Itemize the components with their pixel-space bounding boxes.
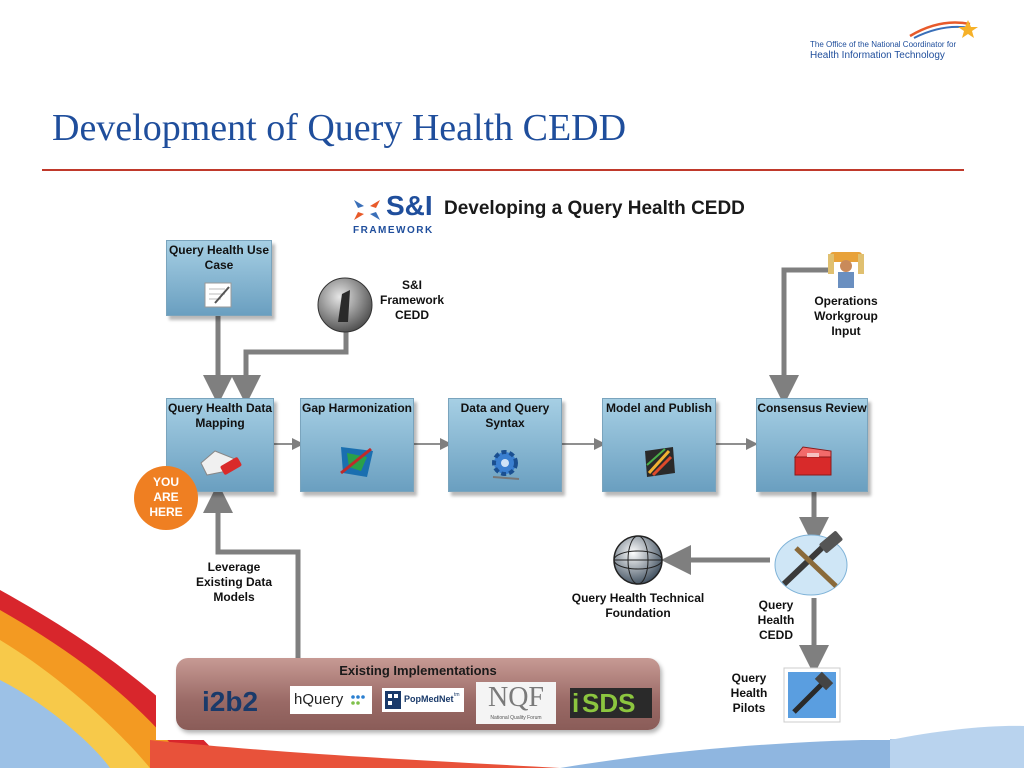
syntax-label: Data and Query Syntax — [460, 401, 550, 430]
leverage-line1: Leverage — [207, 560, 261, 574]
you-are-here-line3: HERE — [149, 505, 183, 519]
si-cedd-line1: S&I — [401, 278, 422, 292]
qh-cedd-line2: Health — [757, 613, 795, 627]
model-label: Model and Publish — [605, 401, 712, 415]
isds-logo-prefix: i — [572, 688, 580, 718]
document-icon — [204, 282, 232, 308]
onc-logo-line2: Health Information Technology — [810, 50, 945, 61]
workgroup-person-icon — [828, 252, 864, 288]
right-blue-band — [890, 725, 1024, 768]
consensus-box: Consensus Review — [756, 398, 868, 492]
toolbox-icon — [793, 446, 832, 476]
leverage-label: Leverage Existing Data Models — [180, 560, 288, 605]
nqf-logo-text: NQF — [487, 682, 544, 713]
arrow-implementations-to-mapping — [203, 483, 301, 658]
isds-logo: i SDS — [570, 688, 652, 718]
ops-input-label: Operations Workgroup Input — [796, 294, 896, 339]
nqf-logo-subtext: National Quality Forum — [490, 715, 542, 721]
popmednet-logo: PopMedNet tm — [382, 688, 464, 712]
pilots-line2: Health — [730, 686, 768, 700]
pilots-hammer-icon — [783, 667, 841, 723]
popmednet-logo-text: PopMedNet — [404, 694, 454, 704]
pilots-line3: Pilots — [732, 701, 766, 715]
arrow-sicedd-to-mapping — [231, 330, 349, 405]
diagram-title: Developing a Query Health CEDD — [444, 198, 745, 219]
bottom-red-band — [150, 740, 560, 768]
leverage-line2: Existing Data — [195, 575, 273, 589]
nqf-logo: NQF National Quality Forum — [476, 682, 556, 724]
hquery-logo-text: hQuery — [294, 691, 344, 708]
tech-foundation-line2: Foundation — [605, 606, 671, 620]
syntax-box: Data and Query Syntax — [448, 398, 562, 492]
arrow-ops-to-consensus — [769, 267, 828, 405]
gear-icon — [492, 450, 520, 480]
ops-input-line2: Workgroup — [814, 309, 878, 323]
use-case-box: Query Health Use Case — [166, 240, 272, 316]
publish-pencils-icon — [645, 447, 675, 477]
onc-swoosh-icon — [909, 20, 978, 39]
you-are-here-badge: YOU ARE HERE — [134, 466, 198, 530]
onc-logo-line1: The Office of the National Coordinator f… — [810, 40, 957, 49]
implementations-title: Existing Implementations — [339, 663, 497, 678]
si-cedd-line2: Framework — [379, 293, 445, 307]
isds-logo-text: SDS — [582, 688, 636, 718]
i2b2-logo: i2b2 — [198, 684, 270, 720]
you-are-here-line2: ARE — [153, 490, 179, 504]
i2b2-logo-text: i2b2 — [202, 686, 259, 717]
harmonization-icon — [340, 447, 373, 477]
popmednet-logo-tm: tm — [454, 692, 460, 698]
cedd-tools-icon — [774, 531, 848, 596]
ops-input-line1: Operations — [814, 294, 878, 308]
pilots-label: Query Health Pilots — [716, 671, 782, 716]
onc-logo: The Office of the National Coordinator f… — [810, 18, 1000, 68]
tech-foundation-line1: Query Health Technical — [571, 591, 705, 605]
slide-title: Development of Query Health CEDD — [52, 107, 627, 149]
data-mapping-label: Query Health Data Mapping — [167, 401, 273, 430]
qh-cedd-line1: Query — [758, 598, 794, 612]
you-are-here-line1: YOU — [152, 475, 179, 489]
tech-foundation-label: Query Health Technical Foundation — [546, 591, 730, 621]
blue-swoosh-left — [0, 680, 110, 768]
ops-input-line3: Input — [831, 324, 861, 338]
si-cedd-label: S&I Framework CEDD — [372, 278, 452, 323]
existing-implementations-panel: Existing Implementations i2b2 hQuery Pop… — [176, 658, 660, 730]
mapping-tool-icon — [200, 450, 242, 476]
si-cedd-disc-icon — [317, 277, 373, 333]
use-case-label: Query Health Use Case — [168, 243, 270, 272]
si-framework-arrows-icon — [354, 200, 380, 220]
qh-cedd-line3: CEDD — [758, 628, 793, 642]
si-brand-sub: FRAMEWORK — [353, 225, 434, 236]
popmednet-grid-icon — [385, 691, 401, 709]
hquery-dots-icon — [351, 695, 365, 705]
qh-cedd-label: Query Health CEDD — [748, 598, 804, 643]
hquery-logo: hQuery — [290, 686, 372, 714]
consensus-label: Consensus Review — [757, 401, 867, 415]
cedd-diagram: S&I FRAMEWORK Developing a Query Health … — [156, 180, 890, 740]
globe-icon — [613, 535, 663, 585]
si-cedd-line3: CEDD — [394, 308, 429, 322]
si-brand-name: S&I — [386, 190, 433, 221]
gap-box: Gap Harmonization — [300, 398, 414, 492]
model-box: Model and Publish — [602, 398, 716, 492]
pilots-line1: Query — [731, 671, 767, 685]
leverage-line3: Models — [213, 590, 255, 604]
gap-label: Gap Harmonization — [301, 401, 412, 415]
title-divider — [42, 169, 964, 171]
